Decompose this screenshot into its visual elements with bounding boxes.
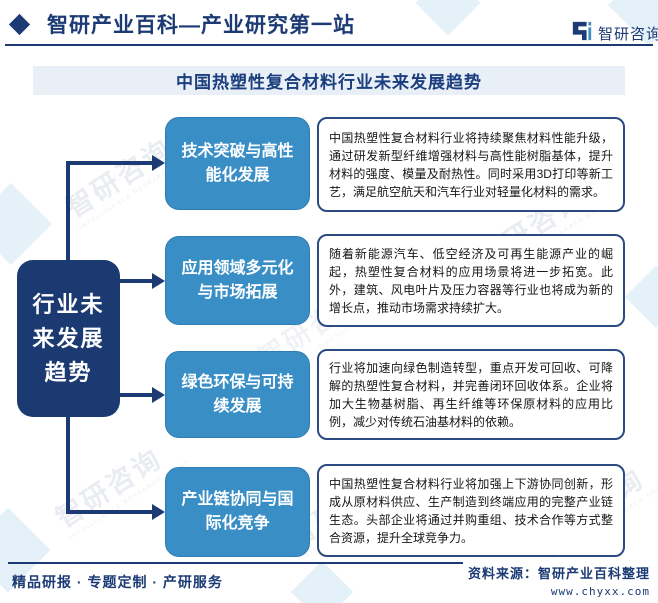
data-source: 资料来源：智研产业百科整理 bbox=[467, 566, 650, 581]
arrow-right-icon bbox=[152, 273, 165, 289]
branch-description-4: 中国热塑性复合材料行业将加强上下游协同创新，形成从原材料供应、生产制造到终端应用… bbox=[317, 464, 625, 557]
watermark-diamond bbox=[0, 182, 53, 266]
watermark-diamond bbox=[290, 560, 354, 603]
branch-description-1: 中国热塑性复合材料行业将持续聚焦材料性能升级，通过研发新型纤维增强材料与高性能树… bbox=[317, 117, 625, 212]
branch-label-3: 绿色环保与可持续发展 bbox=[165, 351, 310, 438]
arrow-right-icon bbox=[152, 155, 165, 171]
diagram-title: 中国热塑性复合材料行业未来发展趋势 bbox=[33, 66, 625, 95]
website-url: www.chyxx.com bbox=[550, 585, 650, 598]
branch-label-4: 产业链协同与国际化竞争 bbox=[165, 467, 310, 557]
diamond-icon bbox=[8, 13, 31, 36]
branch-description-text: 随着新能源汽车、低空经济及可再生能源产业的崛起，热塑性复合材料的应用场景将进一步… bbox=[329, 246, 613, 315]
branch-description-text: 行业将加速向绿色制造转型，重点开发可回收、可降解的热塑性复合材料，并完善闭环回收… bbox=[329, 360, 613, 429]
arrow-right-icon bbox=[152, 387, 165, 403]
connector-branch-4 bbox=[66, 510, 154, 514]
center-node: 行业未来发展趋势 bbox=[17, 260, 120, 417]
brand-logo: 智研咨询 bbox=[571, 20, 658, 43]
connector-branch-1 bbox=[66, 161, 154, 165]
brand-logo-icon bbox=[572, 21, 592, 41]
branch-description-3: 行业将加速向绿色制造转型，重点开发可回收、可降解的热塑性复合材料，并完善闭环回收… bbox=[317, 349, 625, 440]
brand-name: 智研咨询 bbox=[598, 26, 658, 43]
footer-services: 精品研报 · 专题定制 · 产研服务 bbox=[12, 574, 223, 590]
site-title: 智研产业百科—产业研究第一站 bbox=[47, 14, 355, 37]
branch-label-2: 应用领域多元化与市场拓展 bbox=[165, 236, 310, 325]
header-divider bbox=[5, 44, 653, 46]
watermark-diamond bbox=[624, 265, 658, 329]
page-header: 智研产业百科—产业研究第一站 智研咨询 bbox=[0, 0, 658, 46]
footer-divider bbox=[8, 562, 463, 564]
branch-description-2: 随着新能源汽车、低空经济及可再生能源产业的崛起，热塑性复合材料的应用场景将进一步… bbox=[317, 234, 625, 327]
arrow-right-icon bbox=[152, 504, 165, 520]
branch-description-text: 中国热塑性复合材料行业将加强上下游协同创新，形成从原材料供应、生产制造到终端应用… bbox=[329, 476, 613, 545]
branch-label-1: 技术突破与高性能化发展 bbox=[165, 117, 310, 210]
branch-description-text: 中国热塑性复合材料行业将持续聚焦材料性能升级，通过研发新型纤维增强材料与高性能树… bbox=[329, 130, 613, 199]
